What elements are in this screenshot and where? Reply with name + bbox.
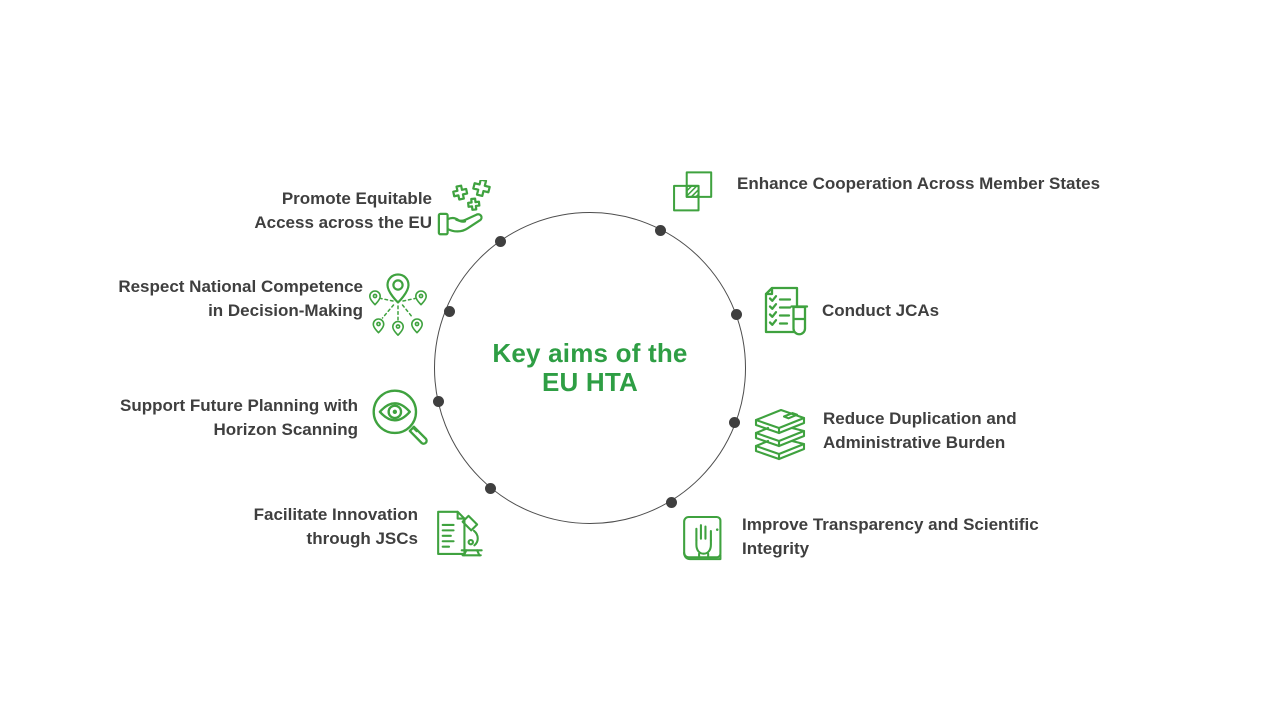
aim-label-promote-equitable-access: Promote Equitable Access across the EU xyxy=(254,189,432,232)
aim-label-improve-transparency: Improve Transparency and Scientific Inte… xyxy=(742,515,1039,558)
central-circle xyxy=(434,212,746,524)
circle-node-dot xyxy=(494,235,506,247)
book-oath-hand-icon xyxy=(676,511,734,571)
aim-label-enhance-cooperation: Enhance Cooperation Across Member States xyxy=(737,174,1101,193)
aim-label-reduce-duplication: Reduce Duplication and Administrative Bu… xyxy=(823,409,1017,452)
circle-node-dot xyxy=(484,482,496,494)
aim-label-support-horizon-scanning: Support Future Planning with Horizon Sca… xyxy=(120,396,358,439)
circle-node-dot xyxy=(443,305,455,317)
aim-label-facilitate-innovation: Facilitate Innovation through JSCs xyxy=(253,505,418,548)
aim-label-respect-national-competence: Respect National Competence in Decision-… xyxy=(118,277,363,320)
document-microscope-icon xyxy=(430,505,488,563)
magnifier-eye-icon xyxy=(367,384,433,450)
circle-node-dot xyxy=(432,395,444,407)
aim-label-conduct-jcas: Conduct JCAs xyxy=(822,301,940,320)
hand-with-medical-crosses-icon xyxy=(435,180,497,242)
checklist-test-tube-icon xyxy=(753,281,817,347)
diagram-title: Key aims of the EU HTA xyxy=(440,339,740,397)
circle-node-dot xyxy=(665,496,677,508)
diagram-title-line1: Key aims of the xyxy=(492,338,688,368)
book-stack-icon xyxy=(748,404,812,468)
location-pins-network-icon xyxy=(366,271,430,337)
diagram-title-line2: EU HTA xyxy=(541,367,639,397)
overlapping-squares-icon xyxy=(669,169,723,223)
circle-node-dot xyxy=(730,308,742,320)
circle-node-dot xyxy=(728,416,740,428)
circle-node-dot xyxy=(654,224,666,236)
